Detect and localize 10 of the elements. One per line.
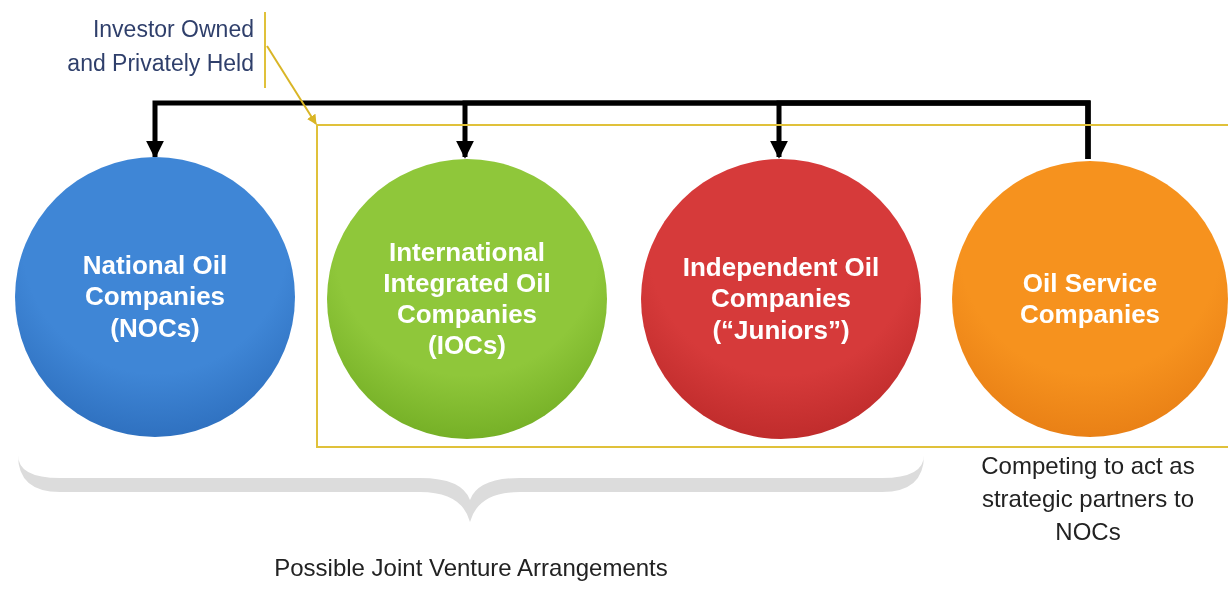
company-name: National Oil Companies (NOCs) xyxy=(81,250,229,344)
brace-label: Possible Joint Venture Arrangements xyxy=(273,554,669,582)
company-name: Oil Service Companies xyxy=(1018,267,1162,331)
company-name: International Integrated Oil Companies (IOCs) xyxy=(382,236,552,362)
side-note: Competing to act as strategic partners to NOCs xyxy=(980,451,1196,548)
group-frame xyxy=(316,124,1228,448)
company-name: Independent Oil Companies (“Juniors”) xyxy=(681,252,881,346)
connector-arrow xyxy=(770,100,1091,159)
leader-line xyxy=(266,45,317,125)
annotation-text: Investor Owned and Privately Held xyxy=(66,15,254,78)
